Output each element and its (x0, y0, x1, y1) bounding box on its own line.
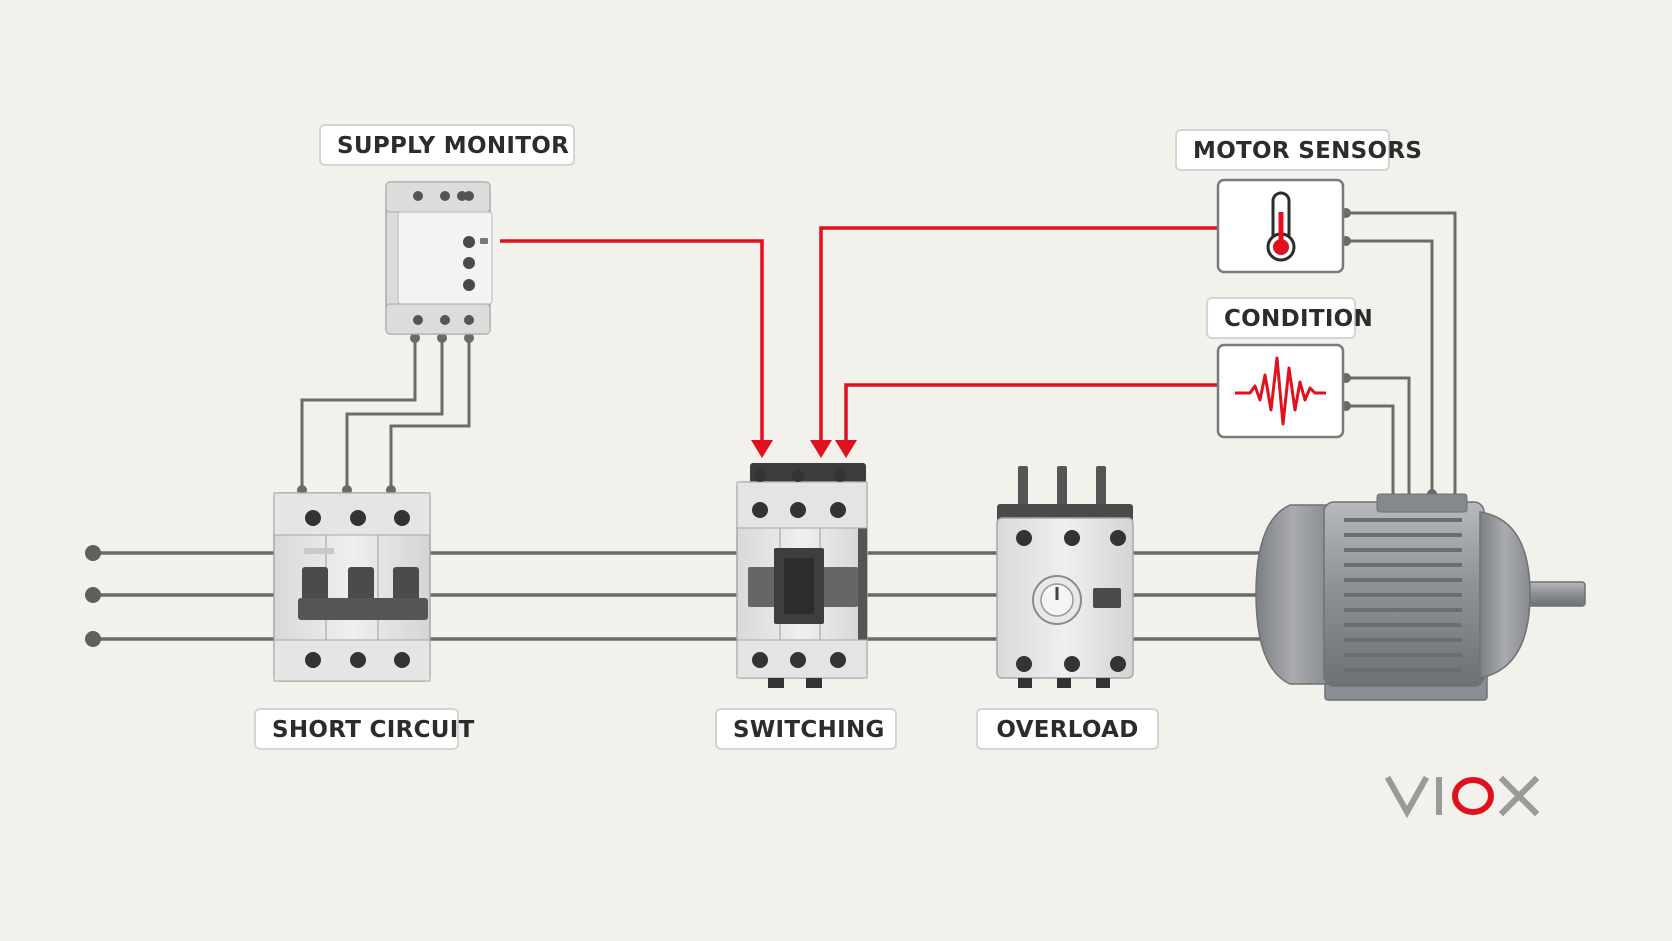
overload-label: OVERLOAD (976, 708, 1159, 750)
viox-logo (1385, 775, 1540, 819)
control-signal-wires (500, 226, 1217, 442)
condition-label: CONDITION (1206, 297, 1373, 339)
monitor-tap-wires (300, 336, 471, 490)
overload-relay (996, 466, 1134, 688)
electric-motor (1255, 493, 1586, 701)
switching-label: SWITCHING (715, 708, 897, 750)
sensor-wires (1343, 211, 1457, 520)
signal-arrows (751, 440, 857, 458)
thermometer-icon (1266, 191, 1296, 262)
sensor-wire-dots (1341, 208, 1460, 523)
supply-monitor-label: SUPPLY MONITOR (319, 124, 575, 166)
contactor (736, 463, 868, 688)
supply-terminals (85, 545, 101, 647)
motor-sensors-label: MOTOR SENSORS (1175, 129, 1422, 171)
vibration-waveform-icon (1235, 356, 1326, 426)
supply-monitor-relay (385, 181, 493, 335)
circuit-breaker (273, 492, 431, 682)
short-circuit-label: SHORT CIRCUIT (254, 708, 474, 750)
